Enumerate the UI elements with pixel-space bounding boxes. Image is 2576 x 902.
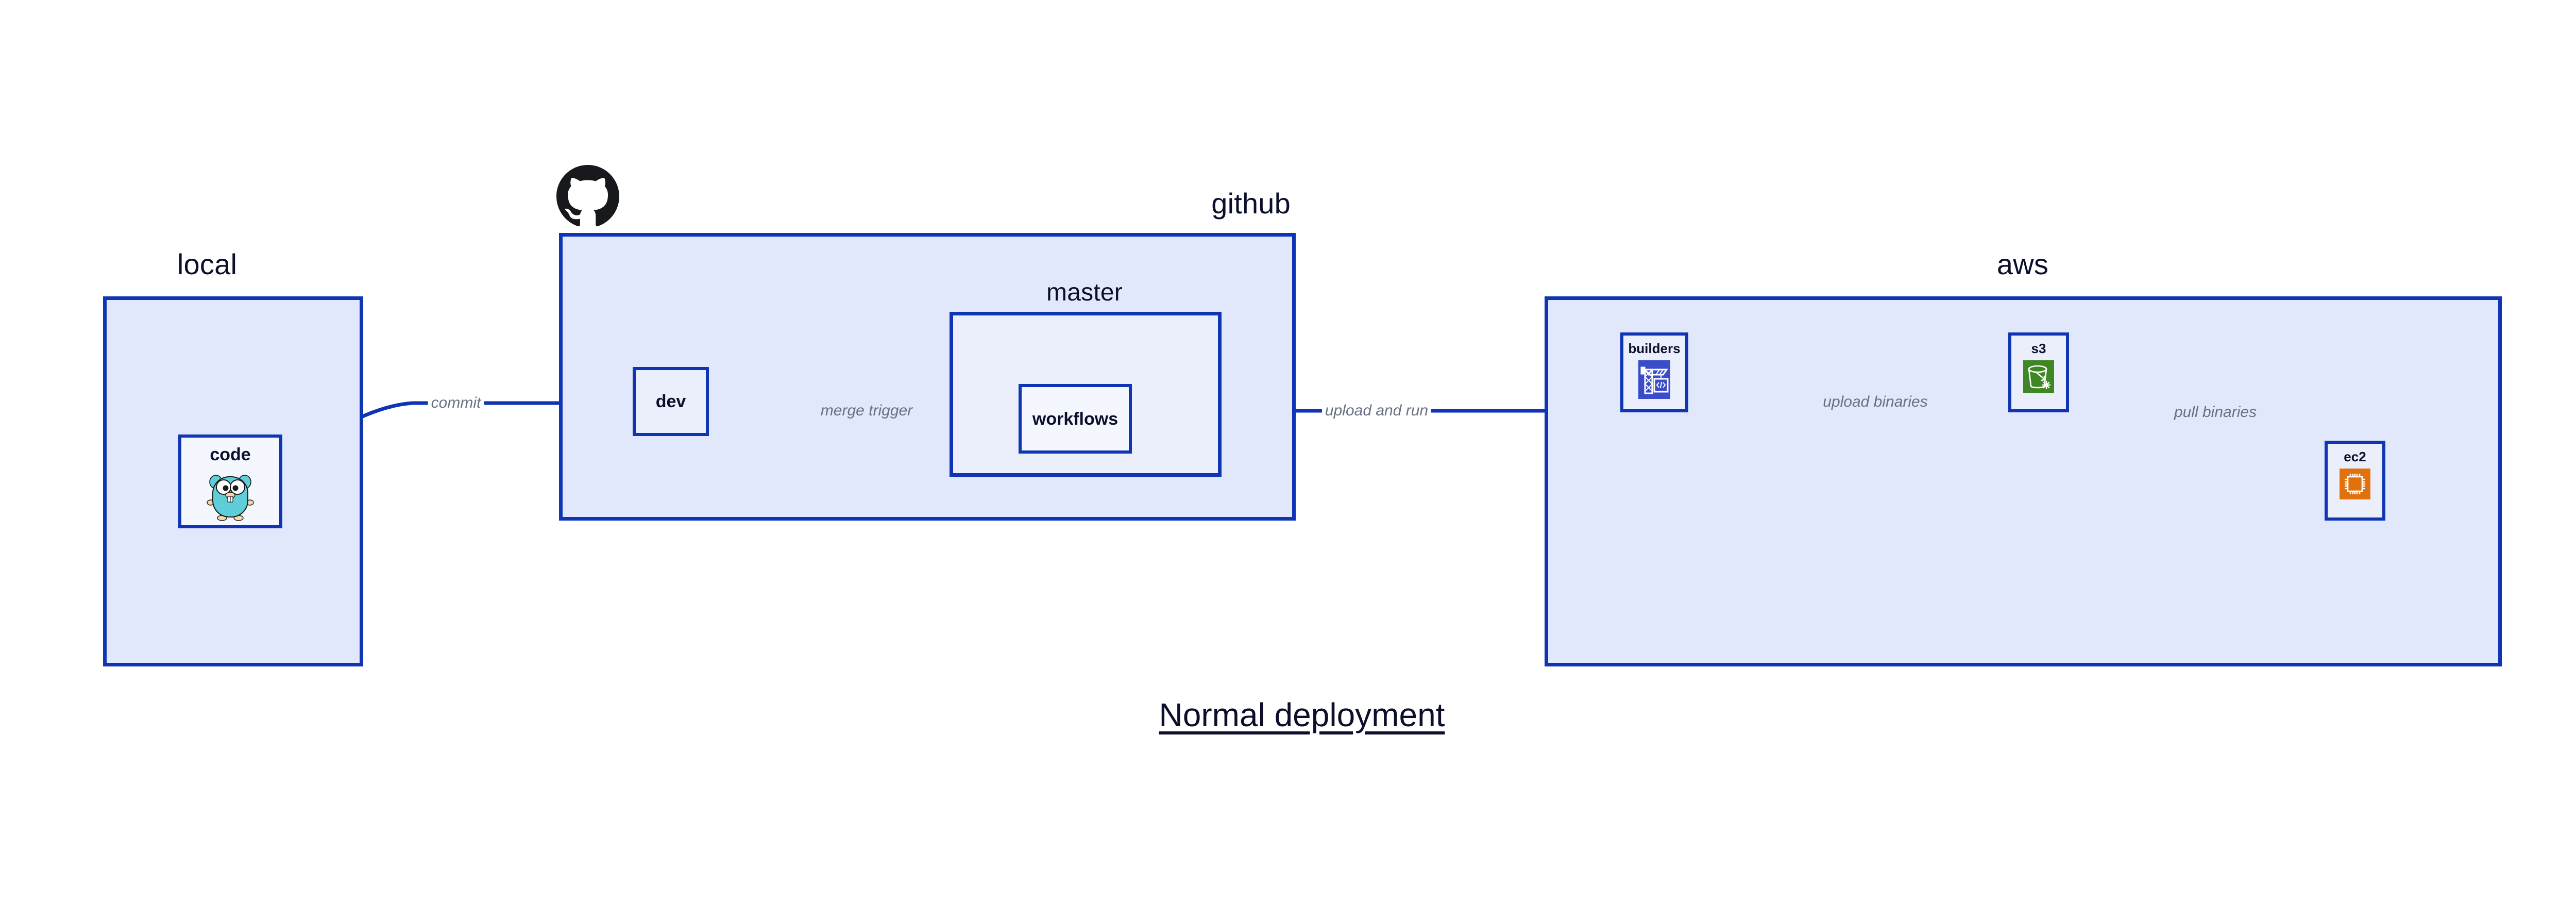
aws-ec2-icon xyxy=(2340,469,2370,499)
node-label-dev: dev xyxy=(655,392,686,411)
edge-label-upload-and-run: upload and run xyxy=(1321,402,1432,420)
diagram-title: Normal deployment xyxy=(1159,696,1445,733)
node-workflows[interactable]: workflows xyxy=(1019,384,1132,454)
node-label-builders: builders xyxy=(1628,341,1681,356)
aws-s3-glacier-icon xyxy=(2023,360,2054,393)
edge-label-pull-binaries: pull binaries xyxy=(2174,404,2257,421)
group-label-local: local xyxy=(177,248,238,280)
go-gopher-icon xyxy=(207,470,254,521)
edge-label-commit: commit xyxy=(428,394,484,412)
edge-label-merge-trigger: merge trigger xyxy=(817,402,916,420)
node-dev[interactable]: dev xyxy=(633,367,709,436)
group-label-github: github xyxy=(1211,187,1291,220)
node-label-s3: s3 xyxy=(2031,341,2046,356)
node-label-code: code xyxy=(210,445,251,464)
aws-codebuild-icon xyxy=(1638,360,1670,399)
group-label-master: master xyxy=(1046,279,1123,306)
node-label-ec2: ec2 xyxy=(2344,449,2366,464)
node-builders[interactable]: builders xyxy=(1620,332,1688,412)
group-label-aws: aws xyxy=(1996,248,2049,280)
node-ec2[interactable]: ec2 xyxy=(2325,441,2385,521)
node-s3[interactable]: s3 xyxy=(2008,332,2069,412)
node-code[interactable]: code xyxy=(178,435,282,528)
edge-label-upload-binaries: upload binaries xyxy=(1820,393,1931,411)
github-octocat-icon xyxy=(556,165,619,228)
node-label-workflows: workflows xyxy=(1032,409,1118,429)
